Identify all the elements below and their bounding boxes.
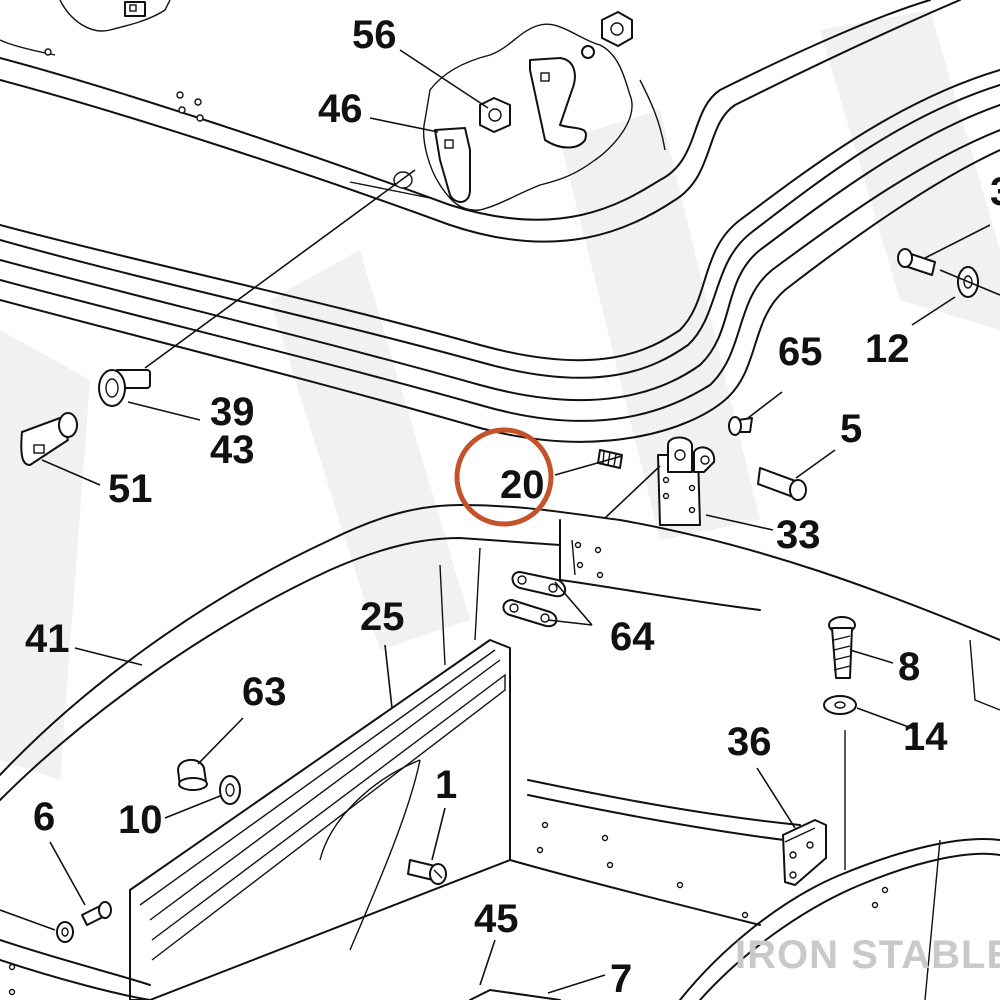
label-39: 39 (210, 390, 255, 434)
label-36: 36 (727, 720, 772, 764)
callout-labels: 56 46 39 43 51 65 12 3 5 20 33 41 25 64 … (25, 13, 1000, 1000)
highlight-circle (454, 427, 554, 527)
label-8: 8 (898, 645, 920, 689)
label-14: 14 (903, 715, 948, 759)
pin-5 (757, 467, 807, 501)
washer-14 (823, 695, 857, 715)
label-33: 33 (776, 513, 821, 557)
label-1: 1 (435, 763, 457, 807)
screw-65 (728, 416, 753, 436)
label-20: 20 (500, 463, 545, 507)
label-46: 46 (318, 87, 363, 131)
background-watermark (0, 10, 1000, 780)
washer-10 (219, 775, 241, 805)
plates-64 (502, 571, 567, 628)
hinge-33 (657, 436, 716, 526)
label-56: 56 (352, 13, 397, 57)
cap-nut-63 (177, 759, 208, 791)
bracket-36 (782, 819, 827, 886)
label-65: 65 (778, 330, 823, 374)
mount-bracket-area (423, 23, 633, 211)
label-51: 51 (108, 467, 153, 511)
label-63: 63 (242, 670, 287, 714)
lower-case-body (0, 504, 1000, 1000)
shell-holes (44, 48, 413, 189)
label-5: 5 (840, 407, 862, 451)
clip-39-43 (98, 369, 151, 407)
nut-56 (581, 11, 633, 59)
label-6: 6 (33, 795, 55, 839)
label-3-partial: 3 (990, 170, 1000, 214)
upper-shell (0, 0, 1000, 443)
label-64: 64 (610, 615, 655, 659)
label-25: 25 (360, 595, 405, 639)
label-10: 10 (118, 798, 163, 842)
key-51 (20, 412, 78, 466)
screw-6 (56, 901, 112, 943)
label-43: 43 (210, 428, 255, 472)
brand-watermark: IRON STABLE (735, 933, 1000, 977)
leader-lines (0, 49, 1000, 994)
label-45: 45 (474, 897, 519, 941)
screw-1 (407, 859, 447, 885)
label-41: 41 (25, 617, 70, 661)
label-7: 7 (610, 957, 632, 1000)
bolt-8 (828, 616, 856, 679)
nut-46 (479, 97, 511, 133)
top-left-bracket (59, 0, 171, 32)
label-12: 12 (865, 327, 910, 371)
